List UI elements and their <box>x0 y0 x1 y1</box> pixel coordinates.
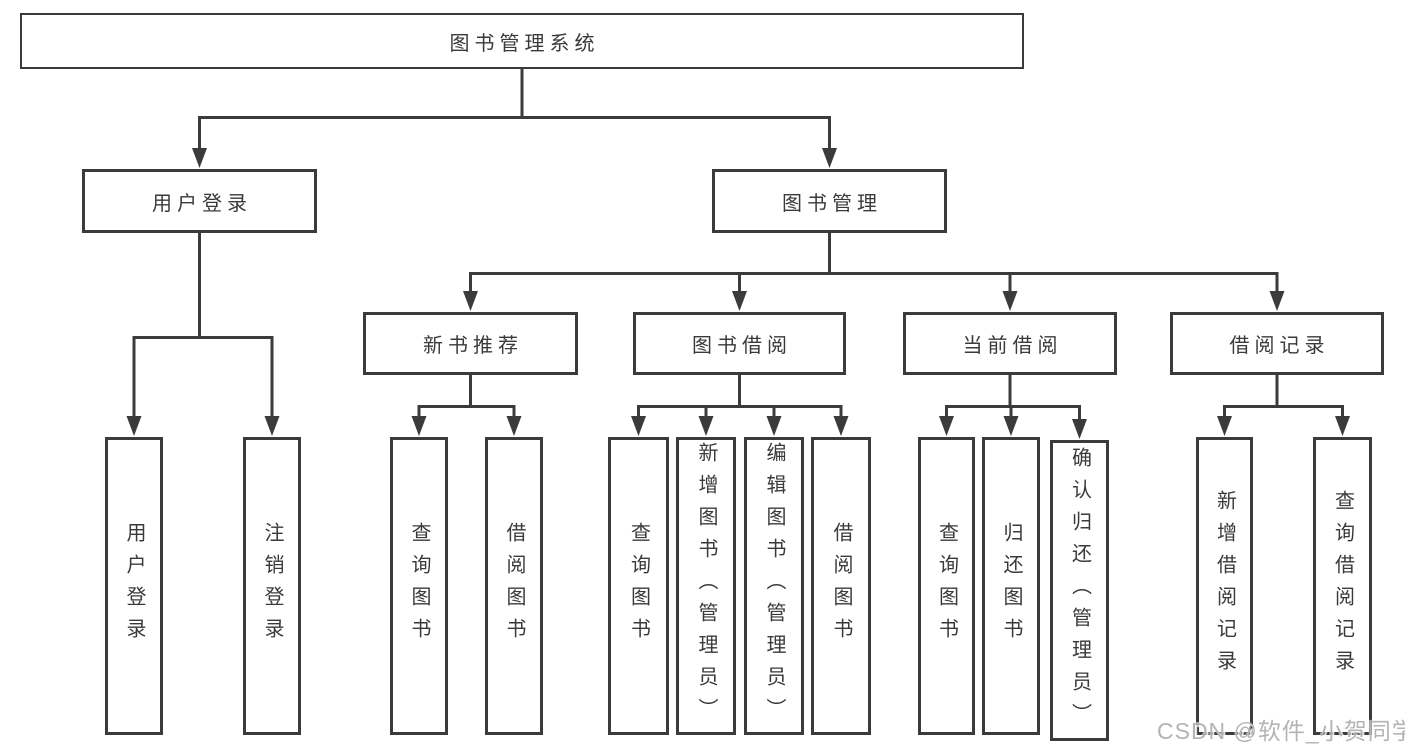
node-label: 用户登录 <box>152 192 252 215</box>
leaf-borrowing-edit-books-admin: 编辑图书（管理员） <box>744 437 804 735</box>
node-label: 查询图书 <box>935 522 958 650</box>
node-label: 当前借阅 <box>962 335 1063 357</box>
node-label: 用户登录 <box>123 522 145 650</box>
leaf-newbooks-query-books: 查询图书 <box>390 437 448 735</box>
node-label: 图书管理系统 <box>449 32 600 55</box>
node-label: 借阅图书 <box>830 522 852 650</box>
leaf-logout: 注销登录 <box>243 437 301 735</box>
node-root: 图书管理系统 <box>20 13 1024 69</box>
node-label: 借阅图书 <box>503 522 525 650</box>
node-label: 新书推荐 <box>423 335 523 357</box>
node-label: 查询图书 <box>627 522 650 650</box>
node-book-borrowing: 图书借阅 <box>633 312 846 375</box>
connector-management-to-level3 <box>463 233 1285 311</box>
leaf-current-confirm-return-admin: 确认归还（管理员） <box>1050 440 1109 741</box>
connector-root-to-level2 <box>192 69 837 168</box>
node-new-book-recommendation: 新书推荐 <box>363 312 578 375</box>
node-label: 新增图书（管理员） <box>695 442 717 730</box>
node-label: 查询图书 <box>408 522 430 650</box>
connector-records-to-leaves <box>1217 375 1350 436</box>
leaf-records-query-record: 查询借阅记录 <box>1313 437 1372 735</box>
node-user-login: 用户登录 <box>82 169 317 233</box>
leaf-current-query-books: 查询图书 <box>918 437 975 735</box>
connector-login-to-leaves <box>126 233 280 436</box>
node-label: 借阅记录 <box>1229 335 1330 357</box>
leaf-user-login: 用户登录 <box>105 437 163 735</box>
node-label: 确认归还（管理员） <box>1068 446 1091 735</box>
leaf-newbooks-borrow-books: 借阅图书 <box>485 437 543 735</box>
leaf-current-return-books: 归还图书 <box>982 437 1040 735</box>
node-current-borrowing: 当前借阅 <box>903 312 1117 375</box>
leaf-borrowing-query-books: 查询图书 <box>608 437 669 735</box>
csdn-watermark: CSDN @软件_小贺同学 <box>1157 718 1405 744</box>
node-label: 图书管理 <box>782 192 882 215</box>
leaf-borrowing-add-books-admin: 新增图书（管理员） <box>676 437 736 735</box>
leaf-borrowing-borrow-books: 借阅图书 <box>811 437 871 735</box>
node-label: 归还图书 <box>1000 522 1022 650</box>
node-label: 编辑图书（管理员） <box>763 442 785 730</box>
connector-borrowing-to-leaves <box>631 375 849 436</box>
node-book-management: 图书管理 <box>712 169 947 233</box>
node-label: 查询借阅记录 <box>1331 490 1354 682</box>
leaf-records-add-record: 新增借阅记录 <box>1196 437 1253 735</box>
node-borrowing-records: 借阅记录 <box>1170 312 1384 375</box>
connector-current-to-leaves <box>939 375 1087 439</box>
node-label: 新增借阅记录 <box>1213 490 1236 682</box>
connector-newbooks-to-leaves <box>411 375 522 436</box>
node-label: 图书借阅 <box>692 335 792 357</box>
node-label: 注销登录 <box>261 522 283 650</box>
